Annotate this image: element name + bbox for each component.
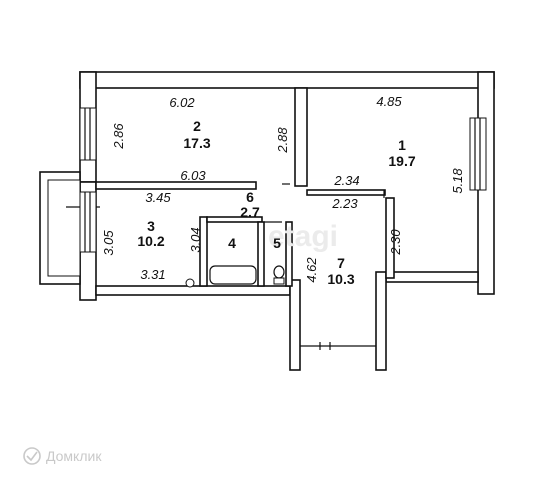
- room-area-2: 17.3: [183, 135, 210, 151]
- dim-room1-mid: 2.34: [333, 173, 359, 188]
- dim-room3-bottom: 3.31: [140, 267, 165, 282]
- dim-room1-right: 5.18: [450, 168, 465, 194]
- dim-room7-left: 4.62: [304, 257, 319, 283]
- watermark: etagi: [268, 220, 338, 253]
- dim-room1-top: 4.85: [376, 94, 402, 109]
- sink-icon: [185, 278, 195, 288]
- dim-room2-left: 2.86: [111, 123, 126, 150]
- room-number-4: 4: [228, 235, 236, 251]
- room-number-3: 3: [147, 218, 155, 234]
- balcony: [39, 171, 100, 285]
- room-area-7: 10.3: [327, 271, 354, 287]
- windows: [79, 107, 487, 253]
- room-area-6: 2.7: [240, 204, 260, 220]
- dim-room3-top: 3.45: [145, 190, 171, 205]
- dim-room2-right: 2.88: [275, 127, 290, 154]
- room-number-6: 6: [246, 189, 254, 205]
- room-number-1: 1: [398, 137, 406, 153]
- toilet-icon: [273, 265, 285, 279]
- dim-room1-mid2: 2.23: [331, 196, 358, 211]
- hallway-details: [300, 342, 376, 350]
- room-number-7: 7: [337, 255, 345, 271]
- logo-text: Домклик: [46, 448, 102, 464]
- room-number-5: 5: [273, 235, 281, 251]
- fixtures: [185, 265, 285, 288]
- logo-icon: [23, 447, 41, 465]
- dim-room2-top: 6.02: [169, 95, 195, 110]
- dim-room3-left: 3.05: [101, 230, 116, 256]
- dim-room7-right: 2.30: [388, 229, 403, 256]
- interior-walls: [95, 87, 395, 287]
- room-number-2: 2: [193, 118, 201, 134]
- room-area-3: 10.2: [137, 233, 164, 249]
- bathtub-icon: [209, 265, 257, 285]
- dim-room3-right: 3.04: [188, 227, 203, 252]
- room-area-1: 19.7: [388, 153, 415, 169]
- dim-room2-bottom: 6.03: [180, 168, 206, 183]
- domclick-logo: Домклик: [23, 447, 102, 465]
